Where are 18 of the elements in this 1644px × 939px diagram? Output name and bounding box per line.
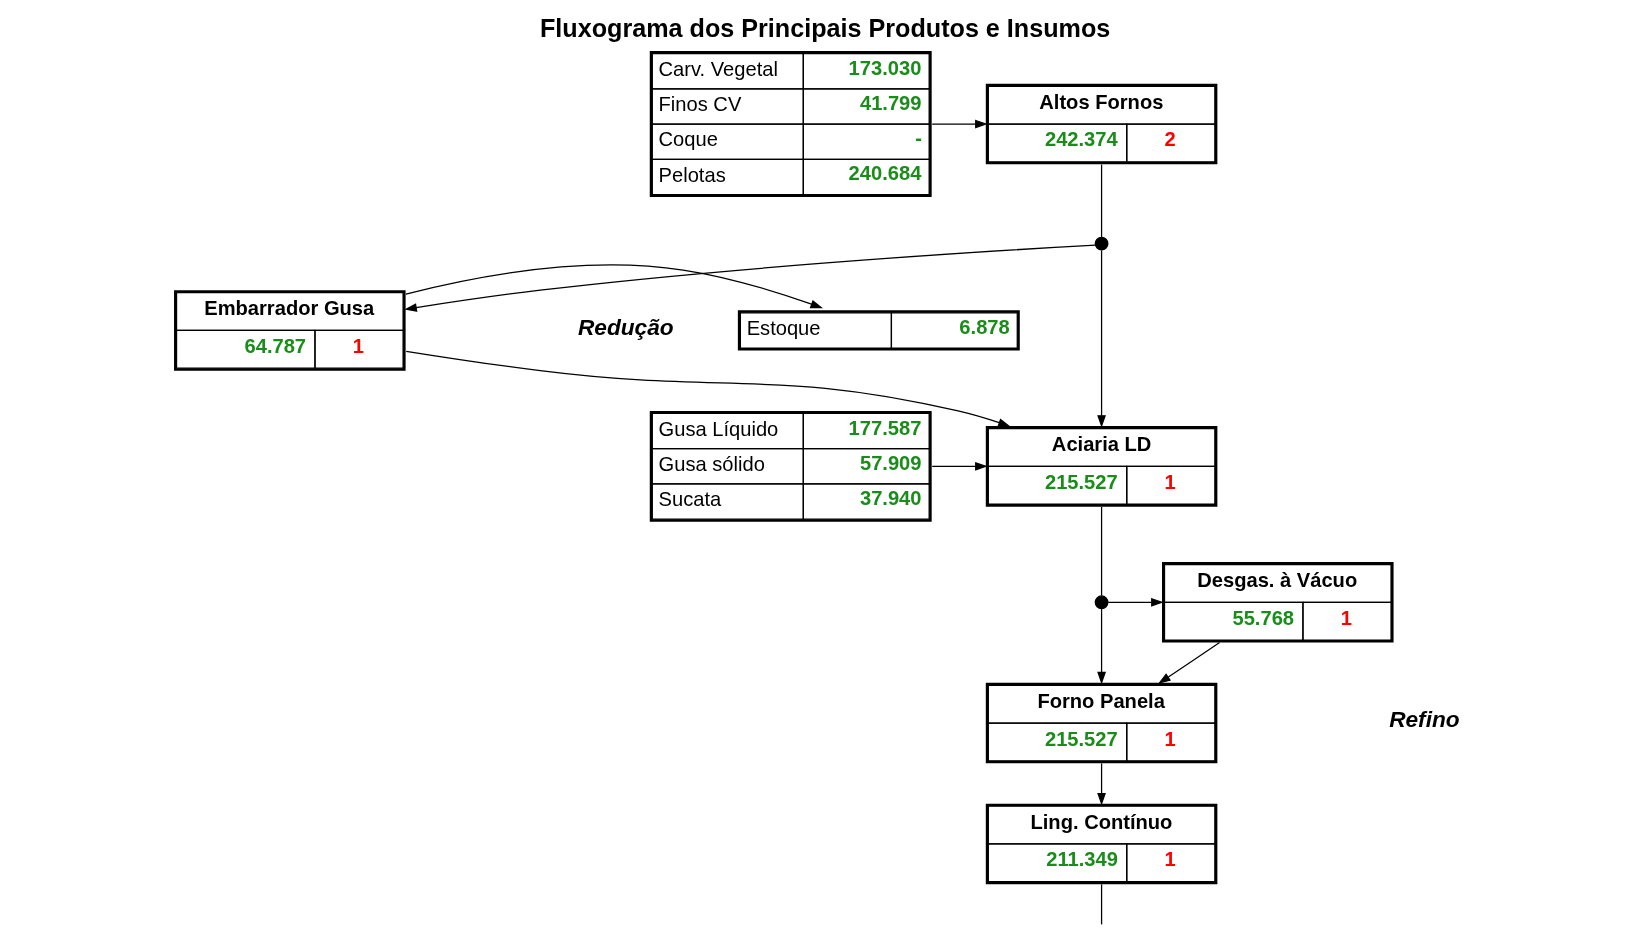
label: Redução [577, 313, 674, 340]
connector [1100, 163, 1102, 238]
arrow [1096, 249, 1106, 428]
arrow [1107, 597, 1164, 607]
arrow [1096, 762, 1106, 806]
connector [1100, 506, 1102, 597]
arrow [1096, 608, 1106, 685]
arrow [405, 350, 1011, 427]
arrow [931, 461, 988, 471]
arrow [404, 264, 823, 309]
label: Refino [1388, 706, 1460, 733]
arrow [403, 244, 1096, 312]
node-circle [1094, 236, 1108, 251]
arrow [931, 119, 988, 129]
arrow [1157, 641, 1220, 684]
connector [1100, 883, 1102, 926]
node-circle [1094, 595, 1108, 610]
diagram-title: Fluxograma dos Principais Produtos e Insumos [539, 14, 1110, 43]
